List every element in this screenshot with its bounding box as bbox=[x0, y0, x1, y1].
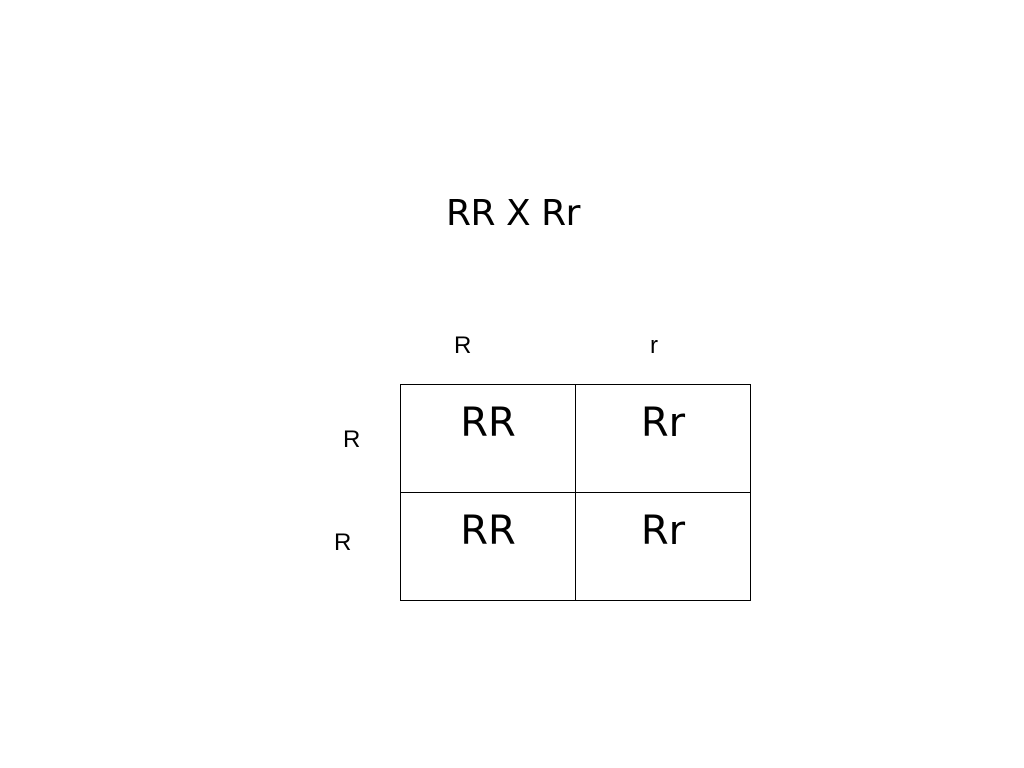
row-allele-2: R bbox=[334, 529, 352, 556]
punnett-cell: RR bbox=[400, 384, 576, 493]
column-allele-2: r bbox=[650, 332, 658, 359]
offspring-genotype: RR bbox=[460, 508, 516, 554]
column-allele-1: R bbox=[454, 332, 472, 359]
row-allele-1: R bbox=[343, 426, 361, 453]
punnett-cell: Rr bbox=[575, 384, 751, 493]
offspring-genotype: RR bbox=[460, 400, 516, 446]
punnett-row: RR Rr bbox=[400, 492, 751, 601]
punnett-cell: RR bbox=[400, 492, 576, 601]
offspring-genotype: Rr bbox=[640, 400, 686, 446]
punnett-row: RR Rr bbox=[400, 384, 751, 493]
cross-title: RR X Rr bbox=[446, 193, 580, 234]
punnett-cell: Rr bbox=[575, 492, 751, 601]
punnett-square: RR Rr RR Rr bbox=[400, 384, 751, 601]
offspring-genotype: Rr bbox=[640, 508, 686, 554]
